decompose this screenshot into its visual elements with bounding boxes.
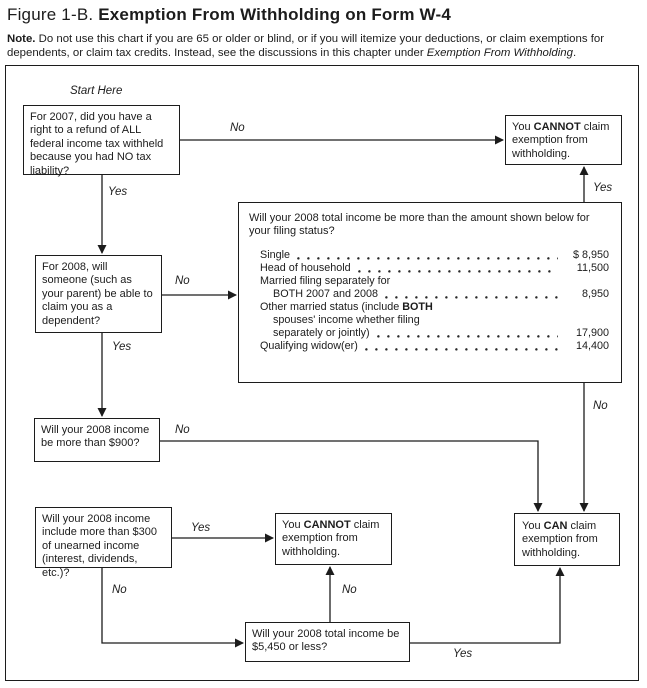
- question-box-2007-refund: For 2007, did you have a right to a refu…: [23, 105, 180, 177]
- dot-leader: [290, 249, 563, 262]
- result-text: claim exemption from withholding.: [522, 520, 598, 559]
- row-label: separately or jointly): [273, 327, 370, 339]
- result-box-cannot-mid: You CANNOT claim exemption from withhold…: [275, 513, 392, 565]
- row-label: Other married status (include BOTH: [260, 301, 433, 314]
- question-box-2007-refund-text: For 2007, did you have a right to a refu…: [30, 111, 164, 177]
- figure-note: Note. Do not use this chart if you are 6…: [7, 33, 639, 60]
- income-threshold-box: Will your 2008 total income be more than…: [238, 202, 622, 383]
- question-box-income-5450: Will your 2008 total income be $5,450 or…: [245, 622, 410, 662]
- filing-status-row-spouses-income: spouses' income whether filing: [260, 314, 609, 327]
- row-amount: 8,950: [581, 288, 609, 300]
- result-text: You: [522, 520, 544, 532]
- row-label: Married filing separately for: [260, 275, 391, 287]
- note-label: Note.: [7, 33, 36, 45]
- row-label: spouses' income whether filing: [273, 314, 420, 326]
- edge-label-q1-no: No: [228, 122, 247, 134]
- filing-status-row-other-married: Other married status (include BOTH: [260, 301, 609, 314]
- result-box-cannot-top: You CANNOT claim exemption from withhold…: [505, 115, 622, 165]
- row-label: BOTH 2007 and 2008: [273, 288, 379, 300]
- result-text: You: [512, 121, 534, 133]
- income-threshold-question: Will your 2008 total income be more than…: [249, 212, 590, 237]
- dot-leader: [370, 327, 563, 340]
- question-box-2008-dependent-text: For 2008, will someone (such as your par…: [42, 261, 153, 327]
- row-label: Head of household: [260, 262, 351, 274]
- row-label: Qualifying widow(er): [260, 340, 358, 352]
- question-box-income-900-text: Will your 2008 income be more than $900?: [41, 424, 150, 450]
- question-box-income-900: Will your 2008 income be more than $900?: [34, 418, 160, 462]
- edge-label-q2-yes: Yes: [110, 341, 134, 353]
- filing-status-row-mfs-both: BOTH 2007 and 2008 8,950: [260, 288, 609, 301]
- edge-label-q2-no: No: [173, 275, 192, 287]
- question-box-unearned-300: Will your 2008 income include more than …: [35, 507, 172, 579]
- result-text: You: [282, 519, 304, 531]
- filing-status-row-mfs: Married filing separately for: [260, 275, 609, 288]
- filing-status-row-hoh: Head of household 11,500: [260, 262, 609, 275]
- edge-label-q3-no: No: [173, 424, 192, 436]
- start-here-label: Start Here: [70, 85, 123, 97]
- filing-status-table: Single $ 8,950 Head of household 11,500 …: [249, 249, 610, 353]
- edge-label-q4-no: No: [110, 584, 129, 596]
- note-body: Do not use this chart if you are 65 or o…: [7, 33, 605, 59]
- flowchart-frame: [5, 65, 639, 681]
- row-label-normal: Other married status (include: [260, 301, 403, 313]
- result-box-can: You CAN claim exemption from withholding…: [514, 513, 620, 566]
- edge-label-q1-yes: Yes: [106, 186, 130, 198]
- filing-status-row-separately-jointly: separately or jointly) 17,900: [260, 327, 609, 340]
- filing-status-row-widower: Qualifying widow(er) 14,400: [260, 340, 609, 353]
- result-emphasis: CANNOT: [303, 519, 351, 531]
- dot-leader: [351, 262, 563, 275]
- dot-leader: [378, 288, 563, 301]
- edge-label-q5-yes: Yes: [451, 648, 475, 660]
- figure-title-text: Exemption From Withholding on Form W-4: [98, 5, 451, 24]
- row-amount: 17,900: [575, 327, 609, 339]
- row-amount: 11,500: [576, 262, 609, 274]
- question-box-income-5450-text: Will your 2008 total income be $5,450 or…: [252, 628, 400, 654]
- row-label-bold: BOTH: [402, 301, 433, 313]
- edge-label-bigbox-no: No: [591, 400, 610, 412]
- result-text: claim exemption from withholding.: [282, 519, 380, 558]
- result-emphasis: CAN: [543, 520, 568, 532]
- note-reference: Exemption From Withholding: [426, 46, 573, 59]
- result-text: claim exemption from withholding.: [512, 121, 610, 160]
- edge-label-q4-yes: Yes: [189, 522, 213, 534]
- note-period: .: [572, 46, 577, 59]
- filing-status-row-single: Single $ 8,950: [260, 249, 609, 262]
- question-box-unearned-300-text: Will your 2008 income include more than …: [42, 513, 157, 579]
- figure-number: Figure 1-B.: [7, 5, 94, 24]
- row-amount: $ 8,950: [572, 249, 609, 261]
- edge-label-q5-no: No: [340, 584, 359, 596]
- edge-label-bigbox-yes: Yes: [591, 182, 615, 194]
- row-amount: 14,400: [575, 340, 609, 352]
- figure-title: Figure 1-B. Exemption From Withholding o…: [7, 5, 451, 25]
- dot-leader: [358, 340, 563, 353]
- row-label: Single: [260, 249, 291, 261]
- result-emphasis: CANNOT: [533, 121, 581, 133]
- question-box-2008-dependent: For 2008, will someone (such as your par…: [35, 255, 162, 333]
